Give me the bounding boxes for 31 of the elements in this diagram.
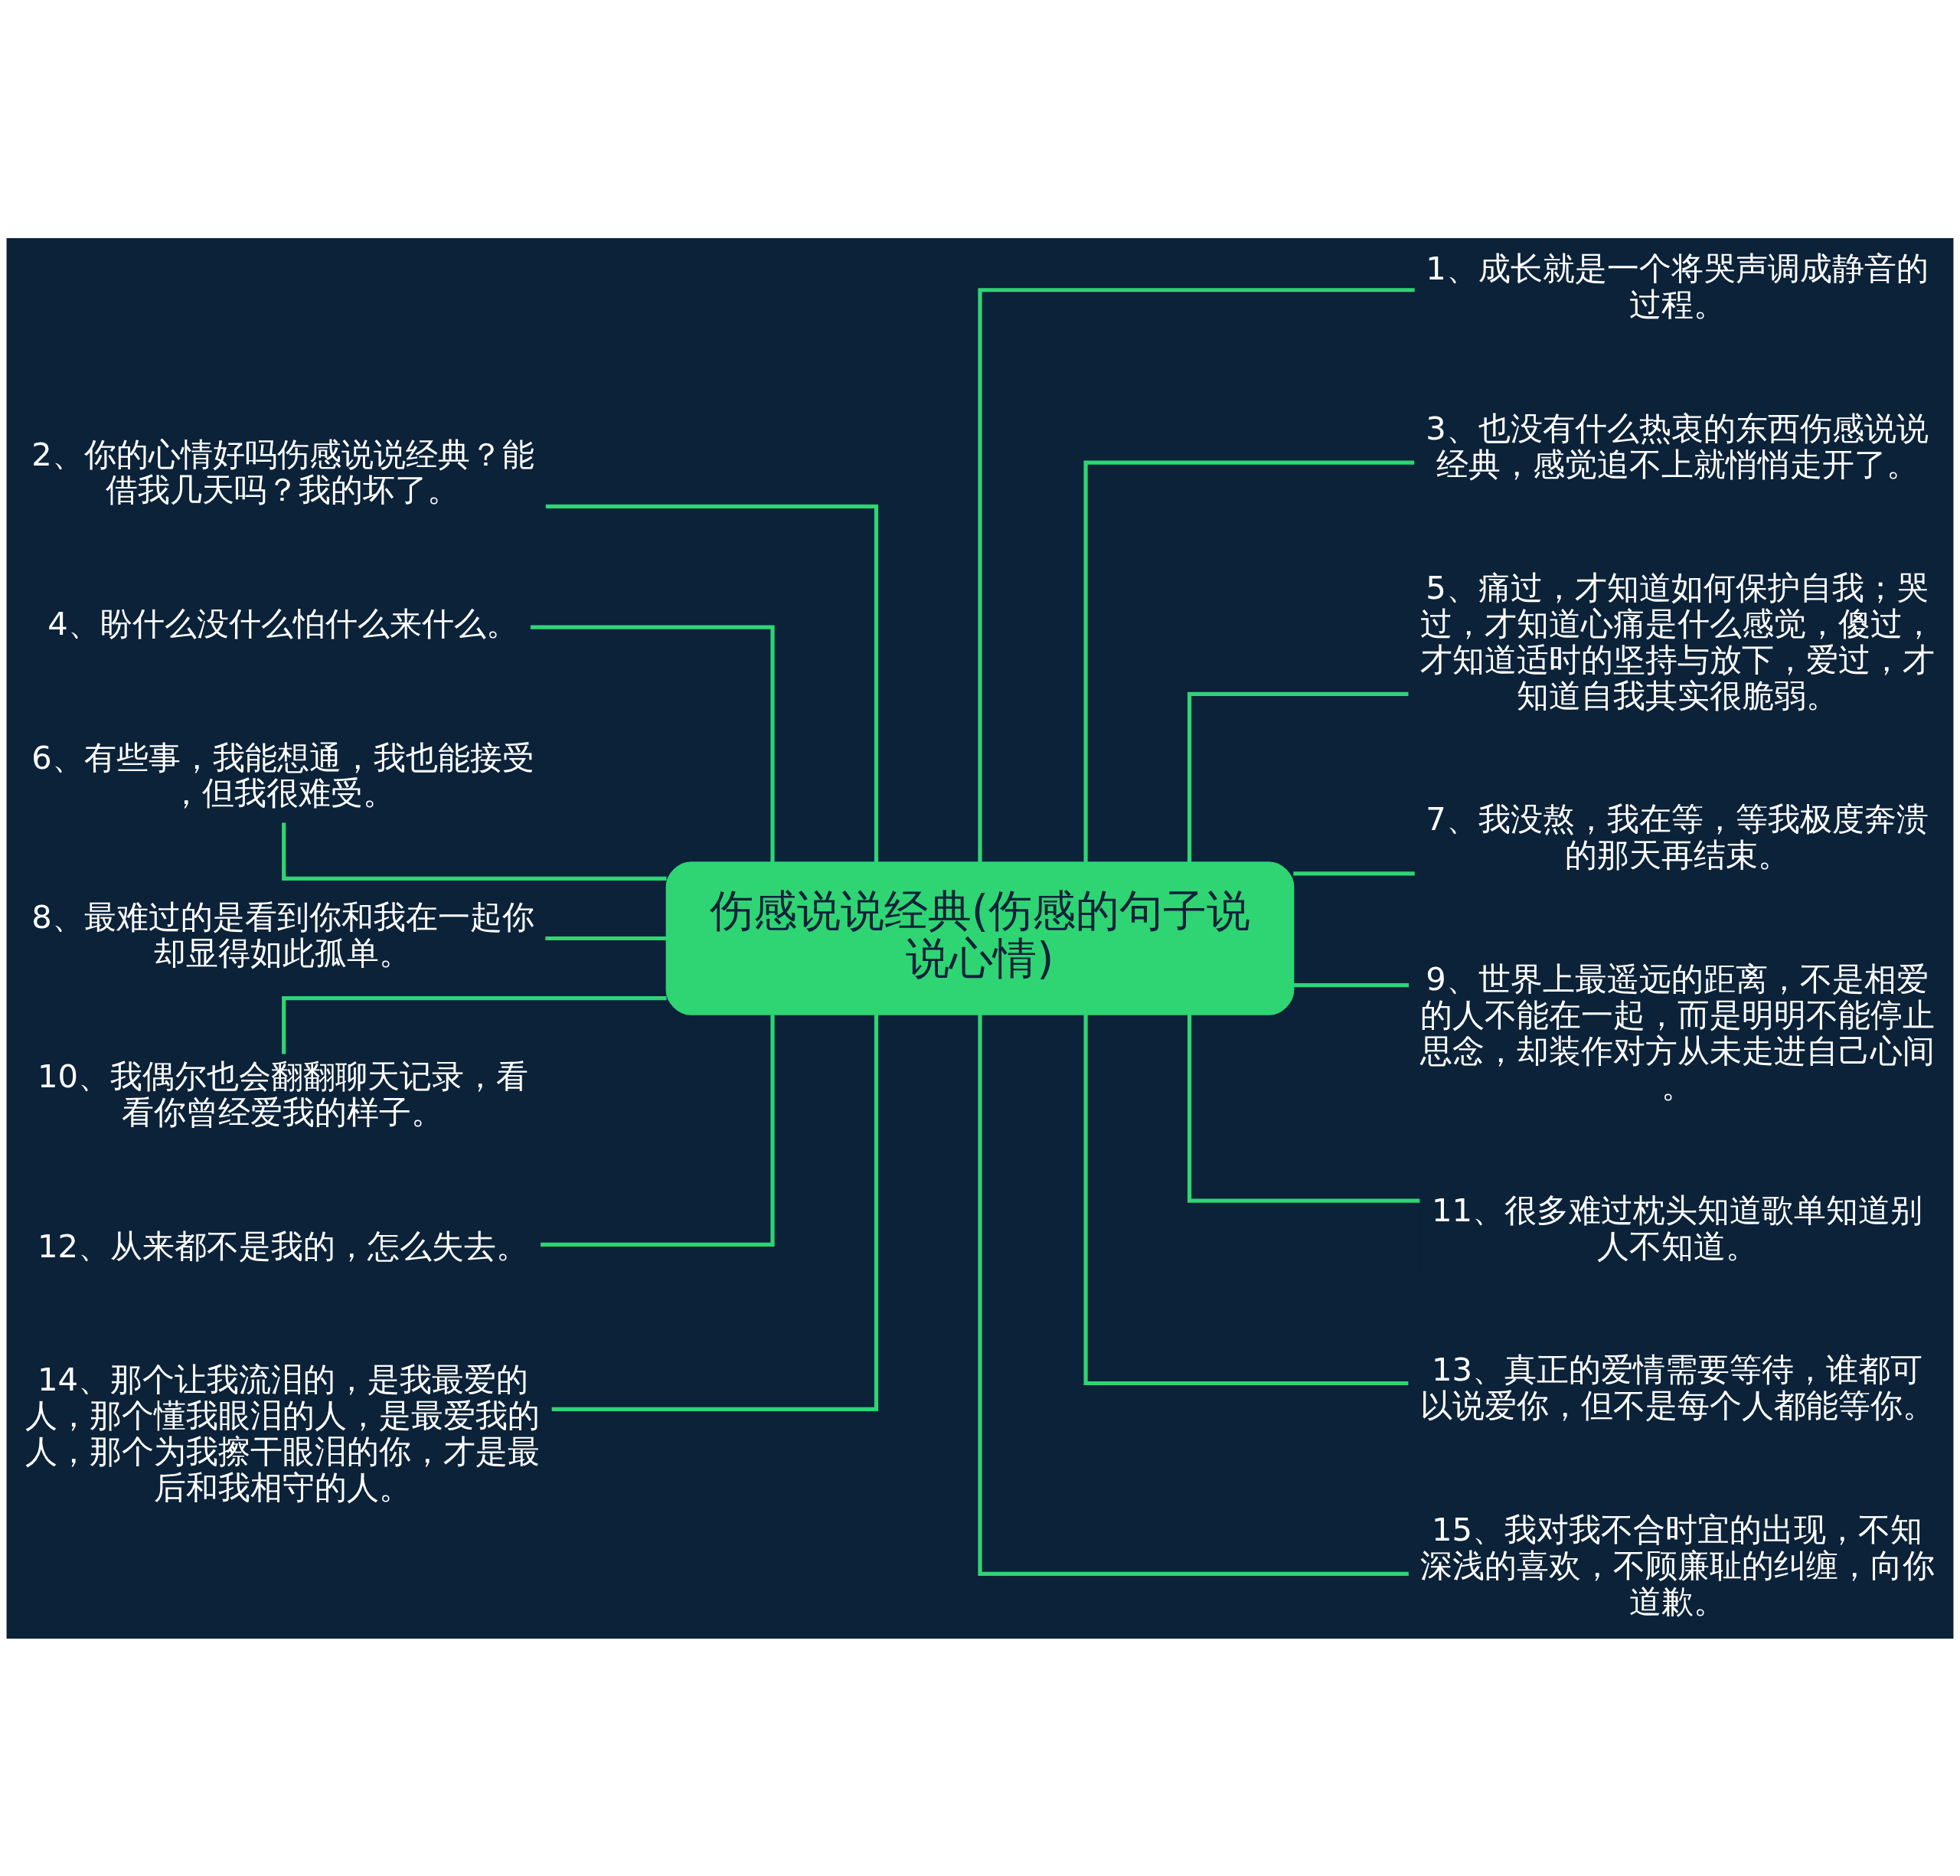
connector <box>978 1014 1409 1576</box>
node-text: 13、真正的爱情需要等待，谁都可以说爱你，但不是每个人都能等你。 <box>1419 1350 1935 1424</box>
connector <box>1083 460 1415 862</box>
connector <box>978 287 1415 862</box>
node-text: 2、你的心情好吗伤感说说经典？能借我几天吗？我的坏了。 <box>31 435 534 508</box>
connector <box>530 624 775 862</box>
connector <box>1187 691 1409 862</box>
connector <box>1187 1014 1420 1203</box>
connector <box>1083 1014 1409 1385</box>
node-box: 伤感说说经典(伤感的句子说说心情) <box>665 861 1295 1015</box>
connector <box>282 995 667 1054</box>
node-text: 12、从来都不是我的，怎么失去。 <box>37 1227 528 1265</box>
node-text: 14、那个让我流泪的，是我最爱的人，那个懂我眼泪的人，是最爱我的人，那个为我擦干眼泪的你，才是最后和我相守的人。 <box>25 1360 541 1506</box>
connector <box>545 936 667 940</box>
node-text: 1、成长就是一个将哭声调成静音的过程。 <box>1426 249 1929 323</box>
node-text: 9、世界上最遥远的距离，不是相爱的人不能在一起，而是明明不能停止思念，却装作对方从未走进自己心间。 <box>1419 959 1935 1105</box>
node-text: 8、最难过的是看到你和我在一起你却显得如此孤单。 <box>31 897 534 972</box>
connector <box>1293 871 1415 875</box>
node-text: 5、痛过，才知道如何保护自我；哭过，才知道心痛是什么感觉，傻过，才知道适时的坚持与放下，爱过，才知道自我其实很脆弱。 <box>1419 568 1935 714</box>
node-text: 3、也没有什么热衷的东西伤感说说经典，感觉追不上就悄悄走开了。 <box>1426 409 1929 483</box>
node-text: 6、有些事，我能想通，我也能接受，但我很难受。 <box>31 738 534 812</box>
connector <box>282 822 667 881</box>
connector <box>545 504 879 862</box>
node-text: 11、很多难过枕头知道歌单知道别人不知道。 <box>1432 1191 1923 1265</box>
connector <box>1293 982 1410 987</box>
node-text: 4、盼什么没什么怕什么来什么。 <box>47 604 518 642</box>
connector <box>551 1014 879 1411</box>
node-text: 7、我没熬，我在等，等我极度奔溃的那天再结束。 <box>1426 799 1929 874</box>
node-text: 15、我对我不合时宜的出现，不知深浅的喜欢，不顾廉耻的纠缠，向你道歉。 <box>1419 1510 1935 1620</box>
node-text: 10、我偶尔也会翻翻聊天记录，看看你曾经爱我的样子。 <box>37 1057 528 1131</box>
connector <box>541 1014 775 1247</box>
